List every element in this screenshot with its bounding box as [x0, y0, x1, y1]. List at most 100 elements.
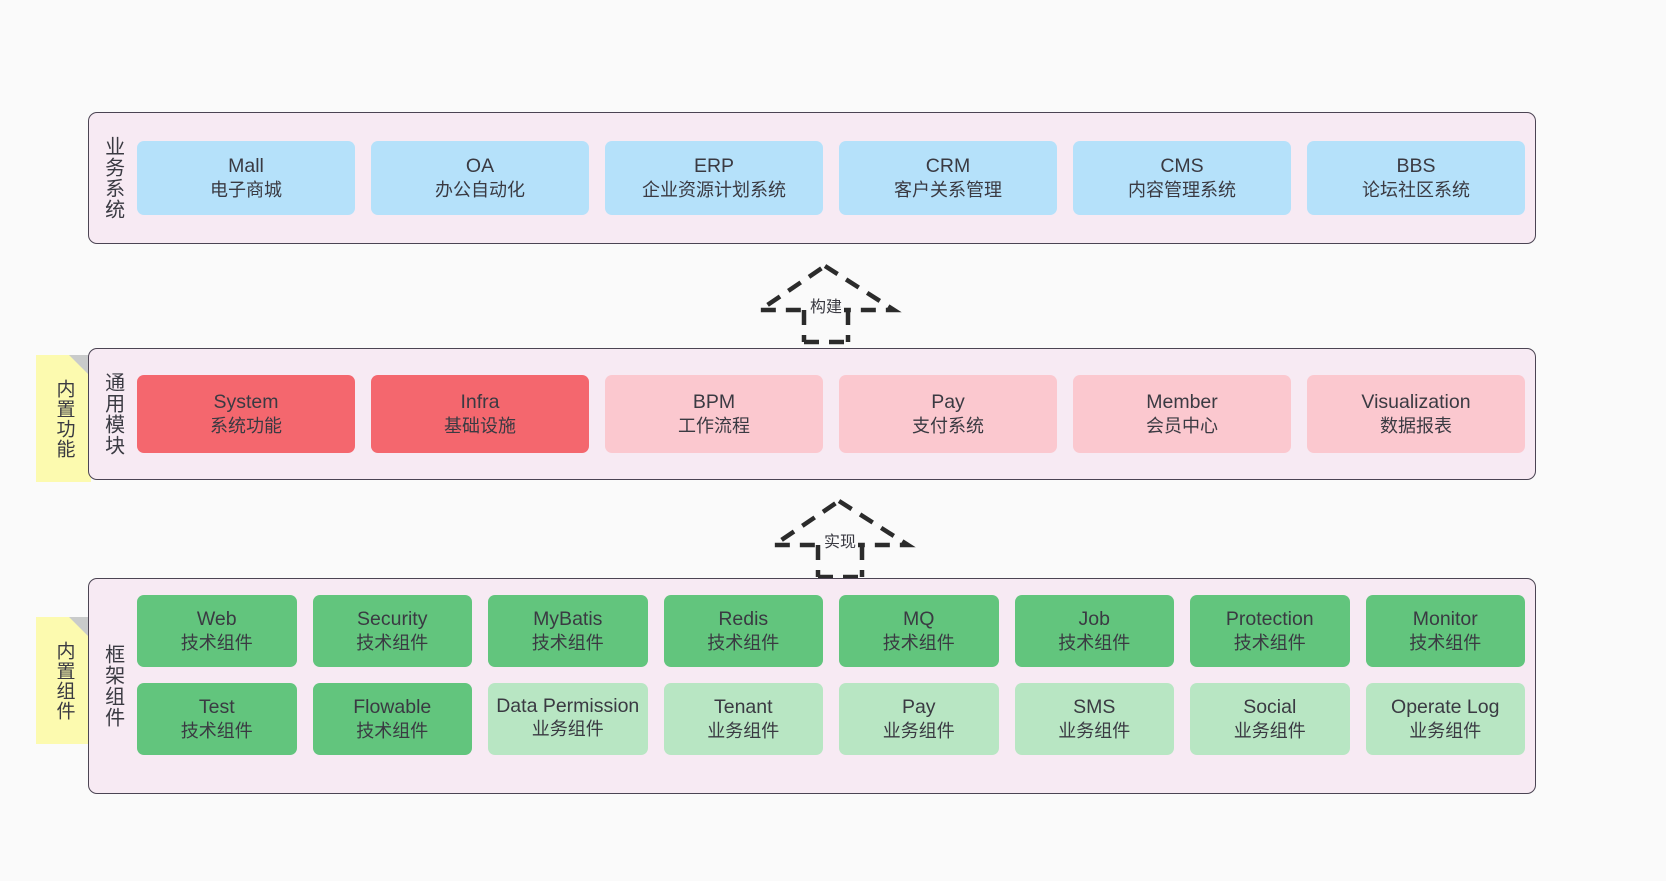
card-subtitle: 技术组件	[1233, 632, 1306, 653]
card-title: Social	[1243, 695, 1297, 718]
card-subtitle: 数据报表	[1380, 415, 1452, 436]
card-title: Mall	[228, 154, 264, 177]
layer-business-systems: 业务系统 Mall 电子商城 OA 办公自动化 ERP 企业资源计划系统 CRM…	[88, 112, 1536, 244]
card-bbs[interactable]: BBS 论坛社区系统	[1307, 141, 1525, 215]
card-title: SMS	[1073, 695, 1116, 718]
card-pay[interactable]: Pay 支付系统	[839, 375, 1057, 453]
card-title: Job	[1078, 607, 1110, 630]
card-job[interactable]: Job 技术组件	[1014, 595, 1174, 667]
card-title: Web	[196, 607, 237, 630]
card-security[interactable]: Security 技术组件	[312, 595, 472, 667]
card-title: OA	[465, 154, 495, 177]
card-subtitle: 支付系统	[912, 415, 984, 436]
card-subtitle: 业务组件	[882, 720, 955, 741]
card-test[interactable]: Test 技术组件	[137, 683, 297, 755]
card-title: Infra	[460, 390, 500, 413]
card-title: BBS	[1396, 154, 1436, 177]
card-title: MyBatis	[533, 607, 603, 630]
card-subtitle: 系统功能	[210, 415, 282, 436]
connector-build: 构建	[752, 262, 902, 345]
card-flowable[interactable]: Flowable 技术组件	[312, 683, 472, 755]
card-title: Test	[198, 695, 235, 718]
card-oa[interactable]: OA 办公自动化	[371, 141, 589, 215]
card-title: Pay	[931, 390, 965, 413]
card-row-business-systems: Mall 电子商城 OA 办公自动化 ERP 企业资源计划系统 CRM 客户关系…	[137, 141, 1525, 215]
card-grid-framework-components: Web 技术组件 Security 技术组件 MyBatis 技术组件 Redi…	[137, 579, 1525, 793]
card-monitor[interactable]: Monitor 技术组件	[1365, 595, 1525, 667]
card-title: BPM	[692, 390, 736, 413]
card-subtitle: 业务组件	[531, 719, 604, 740]
card-title: Redis	[718, 607, 769, 630]
card-operate-log[interactable]: Operate Log 业务组件	[1365, 683, 1525, 755]
card-subtitle: 业务组件	[707, 720, 780, 741]
layer-common-modules: 通用模块 System 系统功能 Infra 基础设施 BPM 工作流程 Pay…	[88, 348, 1536, 480]
sticky-note-label: 内置组件	[53, 640, 75, 721]
layer-body-common-modules: System 系统功能 Infra 基础设施 BPM 工作流程 Pay 支付系统…	[135, 349, 1535, 479]
card-mq[interactable]: MQ 技术组件	[839, 595, 999, 667]
sticky-note-label: 内置功能	[53, 378, 75, 459]
card-sms[interactable]: SMS 业务组件	[1014, 683, 1174, 755]
card-title: Security	[357, 607, 428, 630]
connector-implement-label: 实现	[822, 534, 859, 551]
card-crm[interactable]: CRM 客户关系管理	[839, 141, 1057, 215]
card-title: CRM	[925, 154, 971, 177]
card-title: Tenant	[713, 695, 773, 718]
card-row-business-components: Test 技术组件 Flowable 技术组件 Data Permission …	[137, 683, 1525, 755]
connector-build-arrow	[752, 263, 902, 345]
card-protection[interactable]: Protection 技术组件	[1190, 595, 1350, 667]
card-title: ERP	[693, 154, 735, 177]
layer-body-business-systems: Mall 电子商城 OA 办公自动化 ERP 企业资源计划系统 CRM 客户关系…	[135, 113, 1535, 243]
card-redis[interactable]: Redis 技术组件	[663, 595, 823, 667]
card-visualization[interactable]: Visualization 数据报表	[1307, 375, 1525, 453]
card-bpm[interactable]: BPM 工作流程	[605, 375, 823, 453]
card-subtitle: 电子商城	[210, 179, 282, 200]
sticky-note-builtin-components: 内置组件	[36, 617, 91, 744]
card-social[interactable]: Social 业务组件	[1190, 683, 1350, 755]
connector-implement: 实现	[766, 497, 916, 580]
card-subtitle: 企业资源计划系统	[642, 179, 786, 200]
layer-label-common-modules: 通用模块	[101, 372, 124, 456]
card-title: CMS	[1160, 154, 1204, 177]
card-subtitle: 论坛社区系统	[1362, 179, 1470, 200]
sticky-note-builtin-features: 内置功能	[36, 355, 91, 482]
card-cms[interactable]: CMS 内容管理系统	[1073, 141, 1291, 215]
card-subtitle: 技术组件	[1058, 632, 1131, 653]
card-subtitle: 技术组件	[707, 632, 780, 653]
card-title: Operate Log	[1391, 695, 1500, 718]
card-web[interactable]: Web 技术组件	[137, 595, 297, 667]
card-pay-component[interactable]: Pay 业务组件	[839, 683, 999, 755]
card-row-common-modules: System 系统功能 Infra 基础设施 BPM 工作流程 Pay 支付系统…	[137, 375, 1525, 453]
card-tenant[interactable]: Tenant 业务组件	[663, 683, 823, 755]
layer-label-framework-components: 框架组件	[101, 644, 124, 728]
card-mall[interactable]: Mall 电子商城	[137, 141, 355, 215]
card-title: Data Permission	[496, 695, 640, 718]
connector-build-label: 构建	[808, 299, 845, 316]
card-subtitle: 技术组件	[180, 720, 253, 741]
card-subtitle: 技术组件	[1409, 632, 1482, 653]
layer-body-framework-components: Web 技术组件 Security 技术组件 MyBatis 技术组件 Redi…	[135, 579, 1535, 793]
card-infra[interactable]: Infra 基础设施	[371, 375, 589, 453]
card-system[interactable]: System 系统功能	[137, 375, 355, 453]
card-row-tech-components: Web 技术组件 Security 技术组件 MyBatis 技术组件 Redi…	[137, 595, 1525, 667]
card-subtitle: 会员中心	[1146, 415, 1218, 436]
connector-implement-arrow	[766, 498, 916, 580]
card-subtitle: 客户关系管理	[894, 179, 1002, 200]
layer-framework-components: 框架组件 Web 技术组件 Security 技术组件 MyBatis 技术组件	[88, 578, 1536, 794]
card-title: System	[213, 390, 279, 413]
card-subtitle: 业务组件	[1409, 720, 1482, 741]
card-member[interactable]: Member 会员中心	[1073, 375, 1291, 453]
card-title: Pay	[901, 695, 936, 718]
card-subtitle: 技术组件	[356, 632, 429, 653]
card-data-permission[interactable]: Data Permission 业务组件	[488, 683, 648, 755]
card-title: Protection	[1225, 607, 1314, 630]
card-erp[interactable]: ERP 企业资源计划系统	[605, 141, 823, 215]
card-title: Member	[1146, 390, 1218, 413]
card-subtitle: 技术组件	[882, 632, 955, 653]
card-subtitle: 业务组件	[1058, 720, 1131, 741]
card-subtitle: 业务组件	[1233, 720, 1306, 741]
card-mybatis[interactable]: MyBatis 技术组件	[488, 595, 648, 667]
card-subtitle: 技术组件	[531, 632, 604, 653]
card-title: Flowable	[353, 695, 432, 718]
card-subtitle: 内容管理系统	[1128, 179, 1236, 200]
